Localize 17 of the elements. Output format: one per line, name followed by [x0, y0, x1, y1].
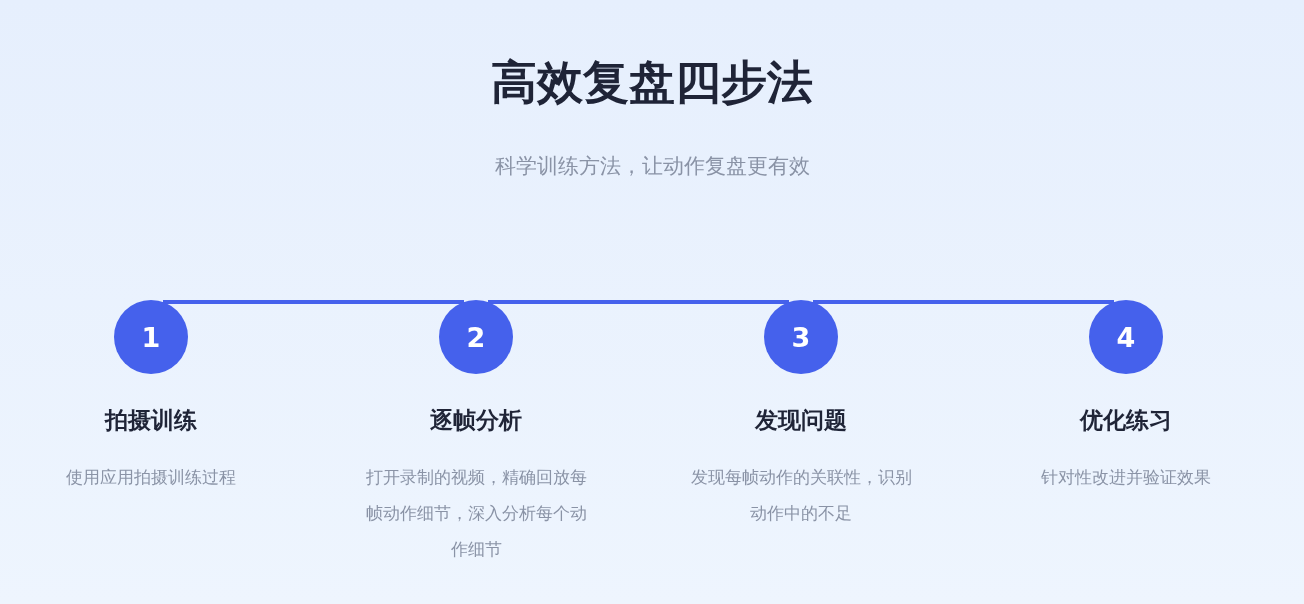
step-title: 逐帧分析: [429, 406, 523, 435]
step-title: 发现问题: [754, 406, 848, 435]
step-description: 使用应用拍摄训练过程: [65, 466, 237, 489]
step-number: 2: [466, 321, 486, 353]
connector-line: [163, 300, 464, 304]
step-description: 发现每帧动作的关联性，识别动作中的不足: [689, 466, 913, 525]
step-title: 优化练习: [1078, 406, 1173, 435]
step-number: 1: [141, 321, 161, 353]
title: 高效复盘四步法: [490, 54, 814, 111]
connector-line: [813, 300, 1114, 304]
step-description: 针对性改进并验证效果: [1040, 466, 1212, 489]
step-number: 3: [791, 321, 811, 353]
step-description: 打开录制的视频，精确回放每帧动作细节，深入分析每个动作细节: [364, 466, 588, 561]
step-number: 4: [1116, 321, 1136, 353]
step-title: 拍摄训练: [103, 406, 198, 435]
connector-line: [488, 300, 789, 304]
subtitle: 科学训练方法，让动作复盘更有效: [493, 153, 811, 180]
